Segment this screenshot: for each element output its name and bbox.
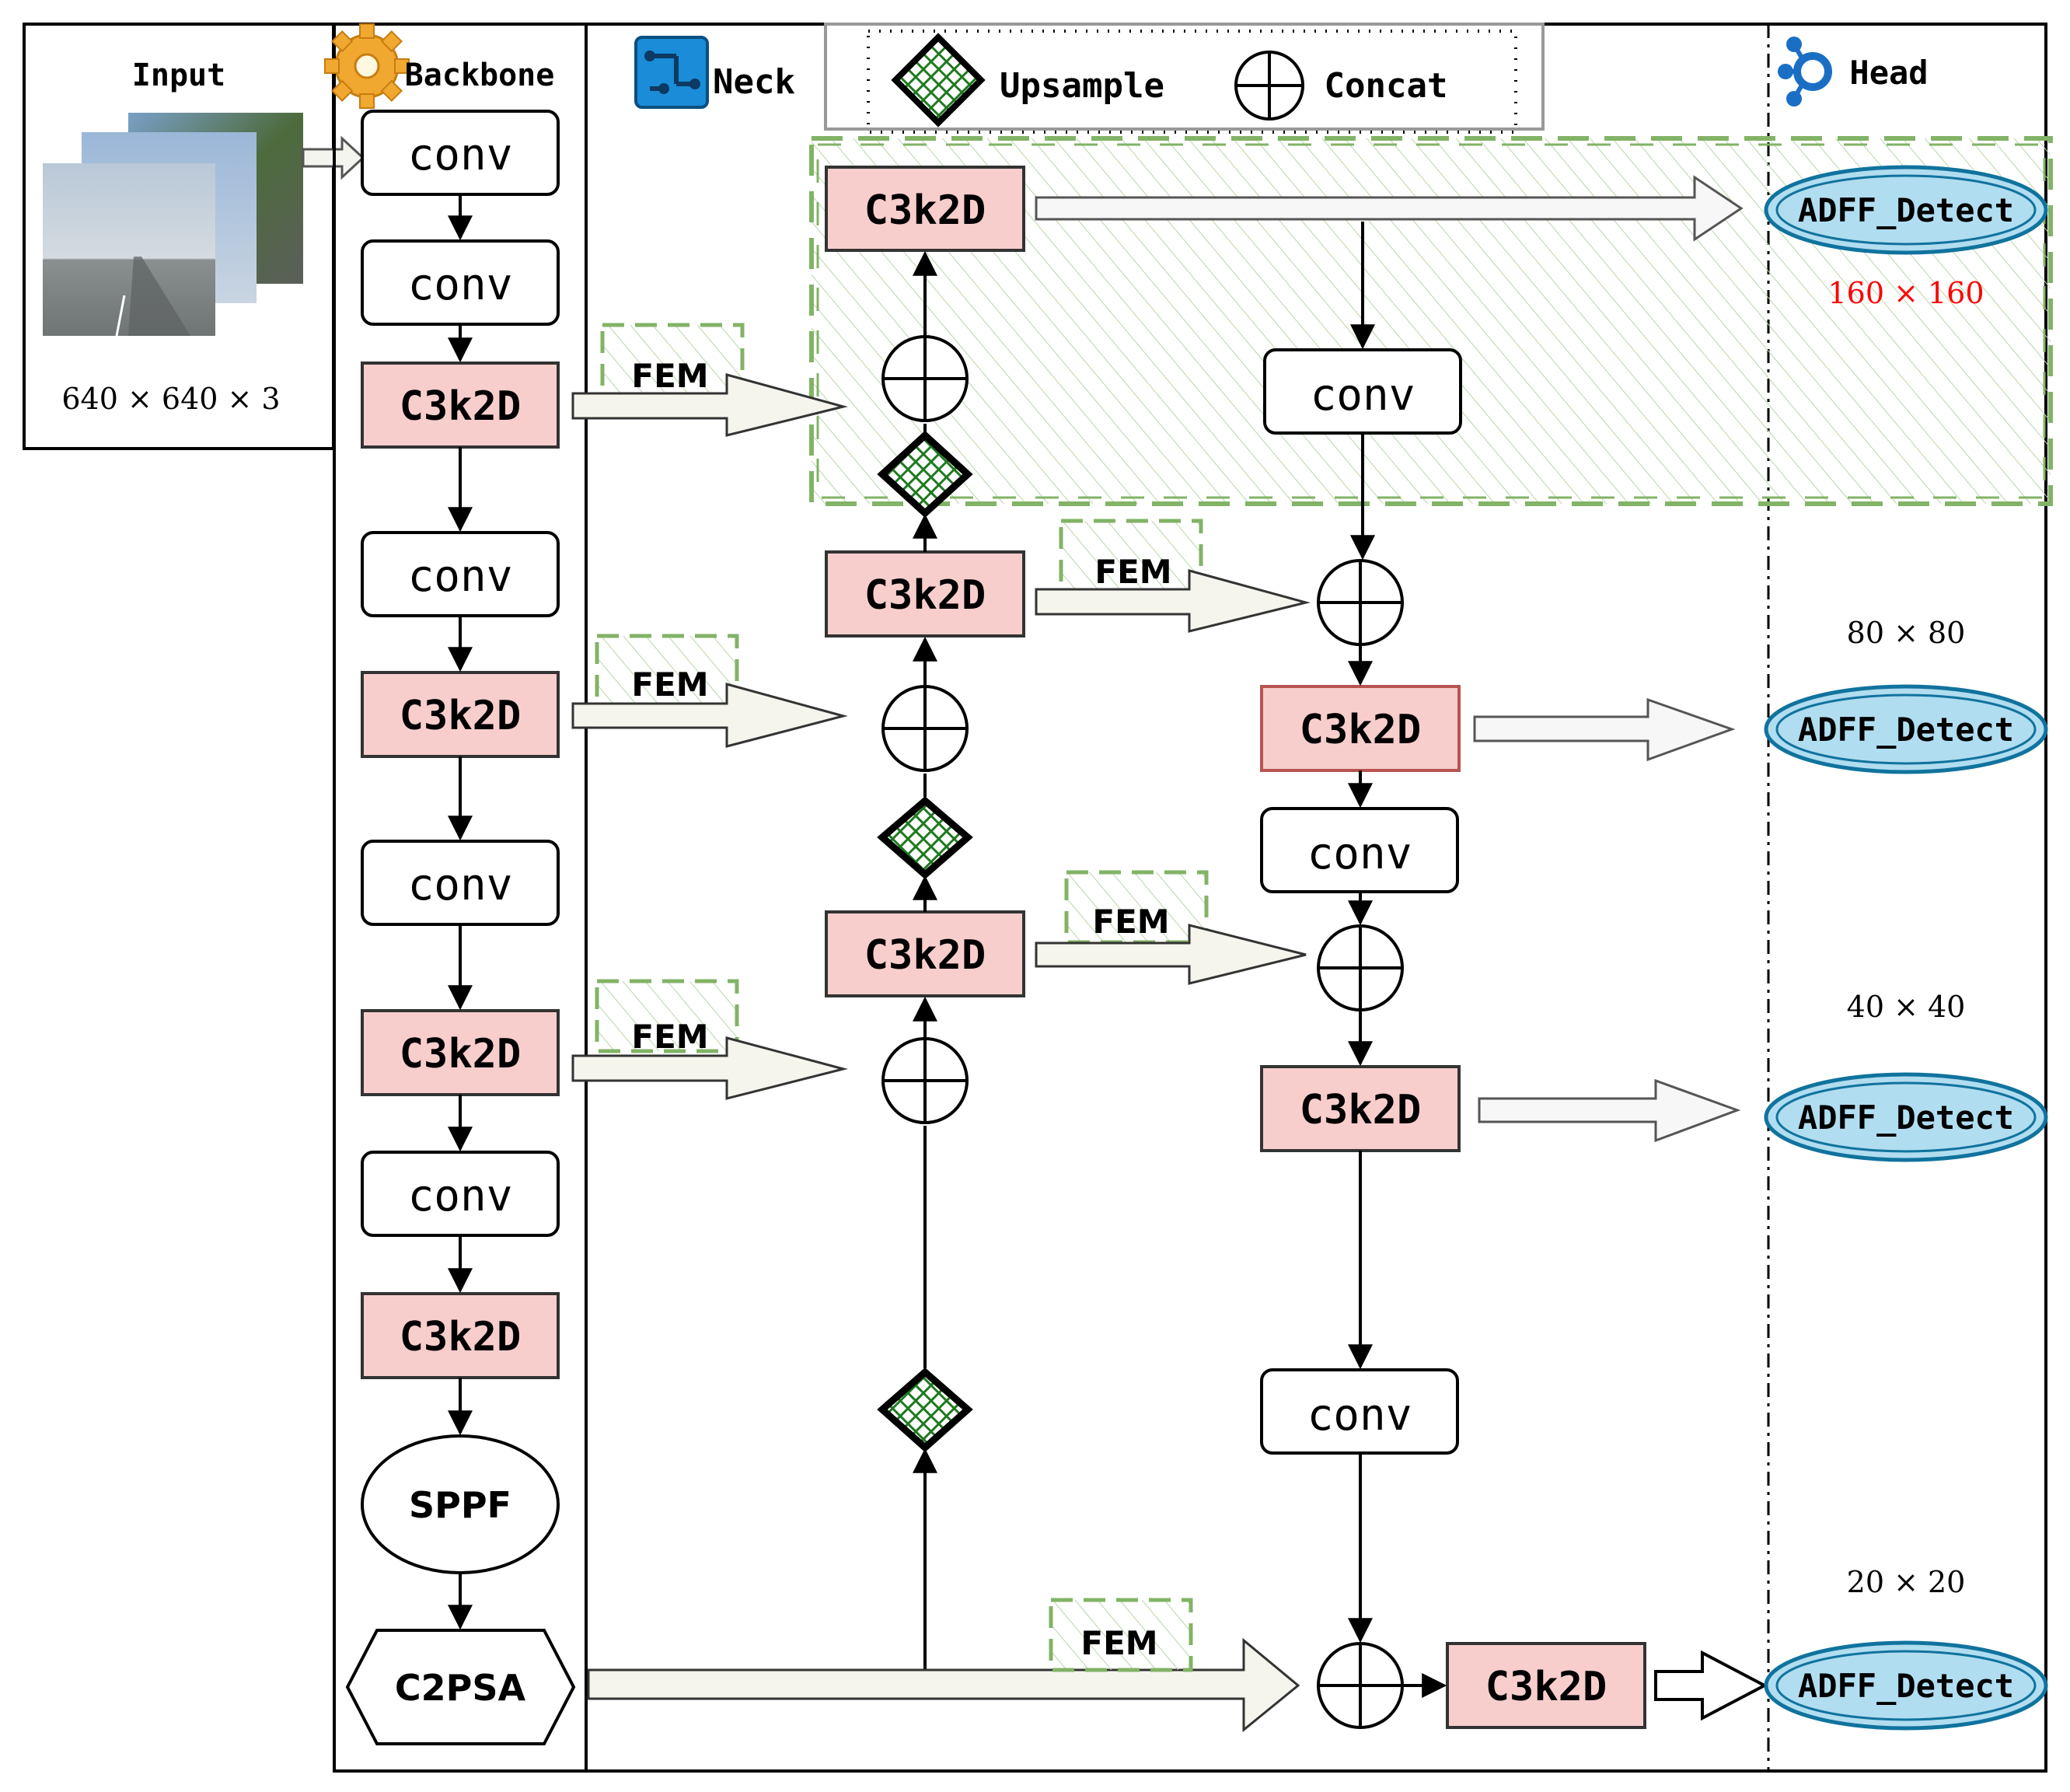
detect-20: ADFF_Detect <box>1764 1640 2048 1731</box>
neck-concat-c <box>881 1037 969 1124</box>
neck-concat-r2 <box>1317 924 1404 1011</box>
neck-c3k2d-top: C3k2D <box>825 166 1025 252</box>
gear-icon <box>324 23 410 109</box>
backbone-c3k2d-4: C3k2D <box>361 1292 560 1379</box>
svg-text:conv: conv <box>1307 1390 1412 1441</box>
svg-text:FEM: FEM <box>1094 553 1171 591</box>
network-nodes-icon <box>1778 37 1832 107</box>
input-image-stack <box>43 113 303 337</box>
neck-concat-a <box>881 335 969 422</box>
svg-text:ADFF_Detect: ADFF_Detect <box>1798 1667 2014 1705</box>
c2psa-long-arrow: FEM <box>587 1598 1300 1733</box>
input-section: Input 640 × 640 × 3 <box>23 23 335 450</box>
scale-80: 80 × 80 <box>1847 616 1966 650</box>
out-arrow-1 <box>1035 175 1744 242</box>
input-size: 640 × 640 × 3 <box>61 382 280 416</box>
neck-concat-b <box>881 685 969 772</box>
neck-c3k2d-bottom: C3k2D <box>1446 1642 1646 1729</box>
backbone-c2psa: C2PSA <box>345 1629 576 1745</box>
neck-concat-r1 <box>1317 559 1404 646</box>
upsample-legend-icon <box>891 33 986 128</box>
svg-text:C3k2D: C3k2D <box>1300 707 1422 753</box>
svg-text:ADFF_Detect: ADFF_Detect <box>1798 1099 2014 1137</box>
backbone-sppf: SPPF <box>361 1434 560 1574</box>
circuit-board-icon <box>634 36 709 109</box>
fem-arrow-1: FEM <box>571 323 848 437</box>
svg-text:C3k2D: C3k2D <box>864 572 986 619</box>
svg-text:FEM: FEM <box>1092 903 1169 941</box>
svg-text:C2PSA: C2PSA <box>395 1667 526 1709</box>
backbone-title: Backbone <box>405 58 555 93</box>
fem-arrow-2: FEM <box>571 634 848 748</box>
svg-text:C3k2D: C3k2D <box>400 1031 522 1078</box>
svg-text:C3k2D: C3k2D <box>400 383 522 430</box>
backbone-conv-5: conv <box>361 1151 560 1237</box>
svg-text:SPPF: SPPF <box>409 1484 511 1526</box>
backbone-conv-1: conv <box>361 110 560 196</box>
scale-40: 40 × 40 <box>1847 990 1966 1024</box>
out-arrow-4 <box>1654 1650 1768 1721</box>
backbone-conv-4: conv <box>361 840 560 926</box>
head-title: Head <box>1849 54 1928 92</box>
svg-text:FEM: FEM <box>1080 1624 1157 1662</box>
backbone-c3k2d-2: C3k2D <box>361 671 560 758</box>
detect-80: ADFF_Detect <box>1764 684 2048 774</box>
legend-concat: Concat <box>1325 66 1448 106</box>
neck-right-arrows <box>1348 222 1447 1698</box>
neck-concat-r3 <box>1317 1642 1404 1729</box>
backbone-c3k2d-1: C3k2D <box>361 362 560 449</box>
svg-text:conv: conv <box>408 551 513 602</box>
neck-c3k2d-mid-b: C3k2D <box>825 910 1025 997</box>
svg-text:conv: conv <box>408 260 513 310</box>
svg-text:FEM: FEM <box>631 665 708 704</box>
neck-upsample-a <box>877 430 973 519</box>
svg-text:C3k2D: C3k2D <box>864 932 986 979</box>
neck-title: Neck <box>713 62 795 102</box>
svg-text:C3k2D: C3k2D <box>400 1314 522 1361</box>
svg-text:ADFF_Detect: ADFF_Detect <box>1798 711 2014 749</box>
neck-c3k2d-mid-a: C3k2D <box>825 550 1025 638</box>
neck-upsample-c <box>877 1368 973 1453</box>
scale-160: 160 × 160 <box>1827 276 1984 310</box>
svg-text:conv: conv <box>408 130 513 180</box>
concat-legend-icon <box>1234 51 1304 121</box>
svg-text:C3k2D: C3k2D <box>400 693 522 739</box>
scale-20: 20 × 20 <box>1847 1565 1966 1599</box>
legend-upsample: Upsample <box>1000 66 1164 106</box>
svg-text:C3k2D: C3k2D <box>864 187 986 234</box>
detect-40: ADFF_Detect <box>1764 1072 2048 1162</box>
svg-text:ADFF_Detect: ADFF_Detect <box>1798 191 2014 229</box>
fem-arrow-4: FEM <box>1035 519 1311 633</box>
svg-text:conv: conv <box>1307 829 1412 879</box>
backbone-section: Backbone conv conv C3k2D conv C3k2D conv <box>324 23 588 1773</box>
neck-c3k2d-r1: C3k2D <box>1260 685 1461 772</box>
svg-text:C3k2D: C3k2D <box>1300 1087 1422 1134</box>
legend: Upsample Concat <box>824 23 1545 134</box>
svg-text:conv: conv <box>408 860 513 910</box>
neck-c3k2d-r2: C3k2D <box>1260 1065 1461 1152</box>
backbone-c3k2d-3: C3k2D <box>361 1009 560 1096</box>
svg-text:FEM: FEM <box>631 1018 708 1056</box>
neck-conv-r1: conv <box>1263 348 1462 435</box>
neck-conv-r2: conv <box>1260 807 1459 893</box>
detect-160: ADFF_Detect <box>1764 165 2048 255</box>
fem-arrow-3: FEM <box>571 979 848 1100</box>
svg-text:FEM: FEM <box>631 357 708 395</box>
fem-arrow-5: FEM <box>1035 870 1307 985</box>
svg-text:conv: conv <box>408 1171 513 1221</box>
input-title: Input <box>132 58 225 93</box>
backbone-conv-2: conv <box>361 239 560 326</box>
out-arrow-3 <box>1478 1078 1741 1143</box>
out-arrow-2 <box>1473 697 1736 762</box>
neck-conv-r3: conv <box>1260 1368 1459 1455</box>
svg-text:conv: conv <box>1311 370 1415 421</box>
neck-upsample-b <box>877 796 973 879</box>
svg-text:C3k2D: C3k2D <box>1485 1664 1607 1710</box>
backbone-conv-3: conv <box>361 531 560 617</box>
